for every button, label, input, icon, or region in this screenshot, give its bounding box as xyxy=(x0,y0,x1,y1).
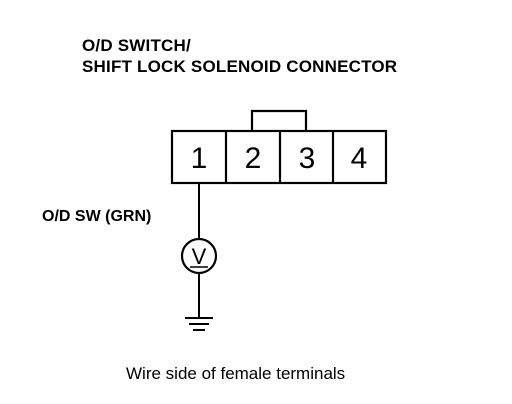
voltmeter-symbol: V xyxy=(192,244,207,269)
connector-lock-tab xyxy=(250,109,308,131)
connector-title-line-1: O/D SWITCH/ xyxy=(82,36,191,55)
pin-number-1: 1 xyxy=(191,142,208,175)
pin-number-4: 4 xyxy=(351,142,368,175)
ground-icon xyxy=(185,317,213,331)
pin-number-2: 2 xyxy=(245,142,262,175)
wire-label: O/D SW (GRN) xyxy=(42,208,152,225)
pin-number-3: 3 xyxy=(299,142,316,175)
connector-title-line-2: SHIFT LOCK SOLENOID CONNECTOR xyxy=(82,57,398,76)
diagram-caption: Wire side of female terminals xyxy=(126,364,346,383)
